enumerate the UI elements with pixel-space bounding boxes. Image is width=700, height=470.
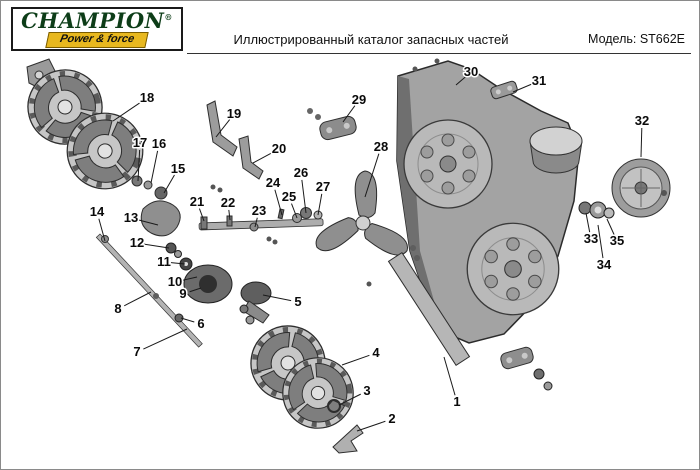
callout-leader-12 [143, 243, 170, 249]
callout-leader-27 [317, 193, 323, 216]
cover-plate-29 [307, 108, 357, 141]
callout-leader-6 [180, 317, 195, 323]
callout-leader-25 [291, 203, 298, 219]
callout-number-14: 14 [90, 204, 105, 219]
brand-text: CHAMPION [21, 8, 165, 34]
callout-number-34: 34 [597, 257, 612, 272]
callout-leader-34 [597, 224, 604, 259]
scraper-bar [387, 251, 471, 367]
champion-logo: CHAMPION® Power & force [11, 7, 183, 51]
header-divider [187, 53, 691, 54]
callout-leader-19 [215, 119, 231, 138]
callout-leader-1 [443, 356, 456, 396]
callout-leader-4 [341, 354, 370, 366]
callout-leader-8 [123, 291, 152, 307]
bottom-auger-assembly [239, 319, 364, 454]
callout-leader-29 [342, 105, 356, 123]
callout-leader-32 [640, 127, 643, 158]
hardware-bottom-right [500, 346, 553, 391]
callout-number-26: 26 [294, 165, 308, 180]
callout-number-23: 23 [252, 203, 266, 218]
callout-leader-23 [254, 217, 258, 228]
callout-leader-3 [338, 393, 361, 406]
callout-number-12: 12 [130, 235, 144, 250]
callout-number-4: 4 [372, 345, 380, 360]
callout-number-17: 17 [133, 135, 147, 150]
callout-number-21: 21 [190, 194, 204, 209]
callout-number-18: 18 [140, 90, 154, 105]
callout-number-13: 13 [124, 210, 138, 225]
callout-number-35: 35 [610, 233, 624, 248]
callout-leader-20 [252, 151, 274, 164]
callout-leader-17 [137, 149, 141, 182]
left-auger-assembly [15, 59, 154, 204]
callout-number-6: 6 [197, 316, 204, 331]
callout-leader-28 [364, 153, 380, 198]
callout-leader-24 [274, 189, 283, 216]
callout-number-3: 3 [363, 383, 370, 398]
callout-number-9: 9 [179, 286, 186, 301]
callout-number-31: 31 [532, 73, 546, 88]
callout-number-22: 22 [221, 195, 235, 210]
callout-number-5: 5 [294, 294, 301, 309]
callout-leader-21 [198, 208, 205, 222]
callout-leader-5 [262, 294, 292, 302]
bearing-bracket-5 [239, 281, 272, 325]
callout-number-28: 28 [374, 139, 388, 154]
page-title: Иллюстрированный каталог запасных частей [233, 32, 509, 47]
callout-leader-13 [137, 219, 159, 226]
callout-leader-18 [112, 101, 142, 122]
callout-number-11: 11 [157, 254, 171, 269]
callout-leader-16 [150, 150, 159, 184]
callout-number-25: 25 [282, 189, 296, 204]
callout-number-27: 27 [316, 179, 330, 194]
callout-leader-9 [189, 287, 202, 293]
callout-leader-31 [512, 83, 533, 93]
callout-number-1: 1 [453, 394, 460, 409]
impeller [315, 170, 408, 287]
support-brackets [206, 100, 264, 193]
callout-leader-22 [228, 209, 231, 221]
callout-leader-7 [143, 328, 188, 350]
friction-wheel [578, 158, 671, 219]
callout-leader-35 [606, 218, 615, 235]
registered-mark: ® [164, 12, 173, 23]
callout-number-16: 16 [152, 136, 166, 151]
bracket-31 [490, 80, 518, 100]
callout-leader-10 [181, 276, 198, 281]
callout-number-15: 15 [171, 161, 185, 176]
auger-housing [396, 58, 583, 344]
callout-leader-30 [455, 76, 467, 86]
callout-number-19: 19 [227, 106, 241, 121]
model-label: Модель: ST662E [588, 32, 685, 46]
callout-number-10: 10 [168, 274, 182, 289]
callout-leader-14 [98, 218, 106, 242]
callout-number-2: 2 [388, 411, 395, 426]
brand-name: CHAMPION® [21, 10, 173, 31]
callout-number-24: 24 [266, 175, 281, 190]
callout-leader-11 [170, 262, 186, 265]
callout-number-30: 30 [464, 64, 478, 79]
callout-number-7: 7 [133, 344, 140, 359]
gearbox-assembly [131, 175, 324, 323]
callout-leader-2 [356, 420, 386, 432]
callout-number-8: 8 [114, 301, 121, 316]
callout-leader-26 [301, 179, 307, 214]
callout-number-33: 33 [584, 231, 598, 246]
callout-leader-15 [163, 174, 175, 194]
callout-number-20: 20 [272, 141, 286, 156]
callout-leader-33 [585, 212, 591, 233]
callout-number-32: 32 [635, 113, 649, 128]
callout-number-29: 29 [352, 92, 366, 107]
